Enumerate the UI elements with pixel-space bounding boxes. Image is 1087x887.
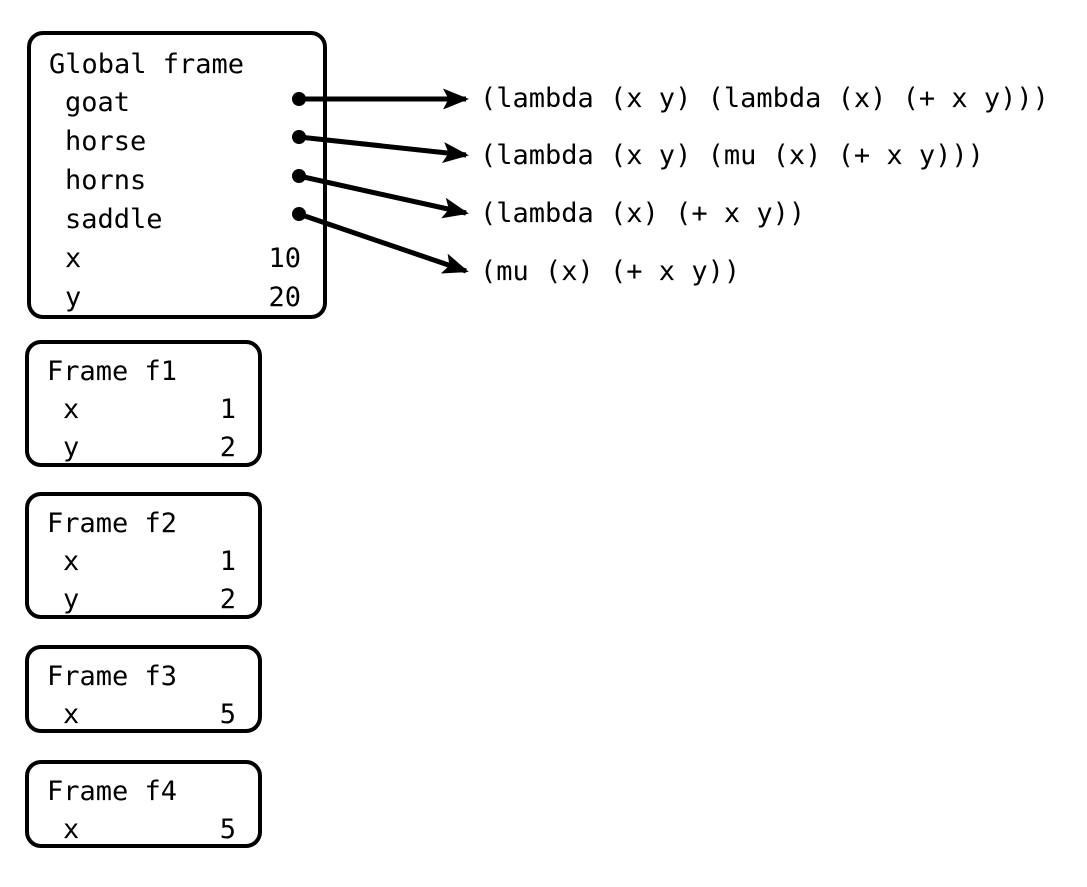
value-expression-saddle: (mu (x) (+ x y)) (480, 256, 741, 287)
frame-f1-title: Frame f1 (47, 356, 178, 387)
frame-f2-binding-y: y 2 (47, 586, 240, 613)
frame-f3-binding-value-x: 5 (219, 699, 236, 730)
frame-f2-binding-name-x: x (63, 546, 80, 577)
frame-f3-box: Frame f3 x 5 (25, 645, 262, 733)
binding-row-y: y 20 (49, 284, 305, 311)
binding-name-y: y (65, 282, 82, 313)
binding-name-saddle: saddle (65, 204, 163, 235)
frame-f4-binding-name-x: x (63, 814, 80, 845)
binding-name-x: x (65, 243, 82, 274)
binding-row-x: x 10 (49, 245, 305, 272)
frame-f2-binding-value-y: 2 (219, 584, 236, 615)
binding-row-goat: goat (49, 89, 305, 116)
frame-f3-title: Frame f3 (47, 661, 178, 692)
frame-f2-title: Frame f2 (47, 508, 178, 539)
binding-name-goat: goat (65, 87, 131, 118)
value-expression-goat: (lambda (x y) (lambda (x) (+ x y))) (480, 83, 1049, 114)
binding-value-x: 10 (268, 243, 301, 274)
binding-row-horns: horns (49, 167, 305, 194)
value-expression-horse: (lambda (x y) (mu (x) (+ x y))) (480, 140, 984, 171)
frame-f4-binding-x: x 5 (47, 816, 240, 843)
frame-f1-binding-value-y: 2 (219, 432, 236, 463)
frame-f1-binding-value-x: 1 (219, 394, 236, 425)
global-frame-box: Global frame goat horse horns saddle x 1… (27, 31, 327, 319)
global-frame-title: Global frame (49, 49, 245, 80)
binding-row-saddle: saddle (49, 206, 305, 233)
frame-f1-binding-x: x 1 (47, 396, 240, 423)
frame-f4-title: Frame f4 (47, 776, 178, 807)
value-expression-horns: (lambda (x) (+ x y)) (480, 198, 806, 229)
binding-value-y: 20 (268, 282, 301, 313)
frame-f4-binding-value-x: 5 (219, 814, 236, 845)
binding-name-horns: horns (65, 165, 147, 196)
frame-f1-binding-name-x: x (63, 394, 80, 425)
frame-f2-box: Frame f2 x 1 y 2 (25, 492, 262, 619)
frame-f1-binding-name-y: y (63, 432, 80, 463)
frame-f2-binding-name-y: y (63, 584, 80, 615)
binding-name-horse: horse (65, 126, 147, 157)
binding-row-horse: horse (49, 128, 305, 155)
frame-f1-binding-y: y 2 (47, 434, 240, 461)
frame-f2-binding-value-x: 1 (219, 546, 236, 577)
frame-f1-box: Frame f1 x 1 y 2 (25, 340, 262, 467)
frame-f2-binding-x: x 1 (47, 548, 240, 575)
frame-f3-binding-x: x 5 (47, 701, 240, 728)
frame-f4-box: Frame f4 x 5 (25, 760, 262, 848)
frame-f3-binding-name-x: x (63, 699, 80, 730)
